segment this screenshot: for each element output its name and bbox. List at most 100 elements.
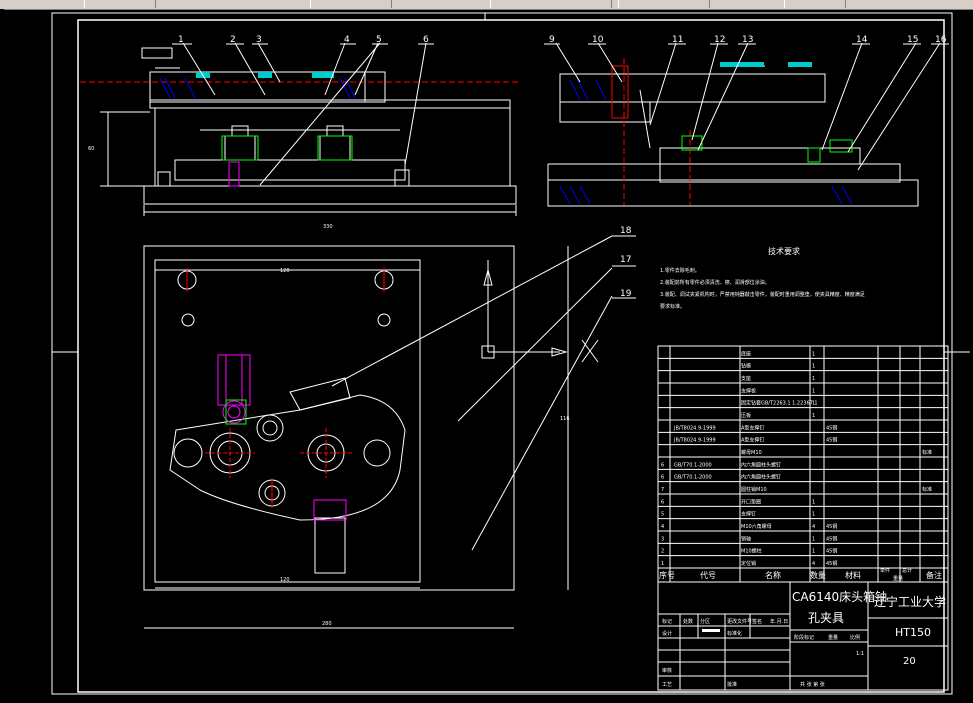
- front-view-pins: [228, 161, 240, 187]
- balloon-3: 3: [256, 35, 262, 45]
- bom-cell-name: 固定钻套GB/T2263.1 1.22367.1: [741, 400, 818, 407]
- bom-cell-material: 45钢: [826, 437, 837, 444]
- window-edge: [0, 9, 4, 703]
- side-view-hatch: [559, 79, 853, 205]
- top-view-drill-support: [217, 354, 347, 521]
- balloon-1: 1: [178, 35, 184, 45]
- dim-120-top: 120: [280, 268, 290, 274]
- balloon-4: 4: [344, 35, 350, 45]
- balloon-12: 12: [714, 35, 725, 45]
- side-view-leaders: [555, 42, 941, 171]
- bom-cell-material: 45钢: [826, 560, 837, 567]
- bom-cell-name: 支座: [741, 375, 751, 382]
- balloon-15: 15: [907, 35, 918, 45]
- scale: 1:1: [856, 651, 864, 657]
- balloon-labels: 1 2 3 4 5 6 9 10 11 12 13 14 15 16 17 18…: [178, 35, 947, 299]
- bom-cell-qty: 1: [812, 512, 815, 518]
- svg-text:数量: 数量: [810, 570, 826, 580]
- bom-cell-name: 定位销: [741, 560, 756, 567]
- outer-border: [51, 12, 953, 695]
- svg-text:代号: 代号: [700, 570, 716, 580]
- material: HT150: [895, 626, 931, 639]
- title-block: [657, 581, 949, 691]
- balloon-2: 2: [230, 35, 236, 45]
- bom-cell-qty: 1: [812, 388, 815, 394]
- bom-cell-qty: 1: [812, 401, 815, 407]
- bom-cell-material: 45钢: [826, 523, 837, 530]
- top-view-centerlines: [186, 268, 385, 508]
- bom-cell-name: 支撑板: [741, 387, 756, 394]
- bom-cell-seq: 1: [661, 561, 664, 567]
- bom-table: [657, 345, 949, 583]
- dimension-texts: 330 120 120 280 116 60: [88, 146, 570, 627]
- svg-text:要求标准。: 要求标准。: [660, 303, 685, 310]
- sheet-number: 20: [903, 656, 916, 667]
- balloon-5: 5: [376, 35, 382, 45]
- bom-cell-seq: 7: [661, 487, 664, 493]
- drawing-title-line1: CA6140床头箱铀: [792, 589, 887, 604]
- top-view-leaders: [331, 235, 613, 551]
- balloon-11: 11: [672, 35, 683, 45]
- cad-drawing-canvas[interactable]: 1 2 3 4 5 6 9 10 11 12 13 14 15 16 17 18…: [0, 10, 973, 703]
- svg-text:序号: 序号: [659, 570, 675, 580]
- bom-cell-name: 钻模: [741, 363, 751, 370]
- toolbar-strip: [0, 0, 973, 10]
- bom-cell-code: GB/T70.1-2000: [674, 475, 712, 481]
- toolbar-field[interactable]: [618, 0, 710, 8]
- dim-280: 280: [322, 621, 332, 627]
- svg-text:阶段标记: 阶段标记: [794, 634, 814, 641]
- svg-text:3.装配、调试夹紧机构时，严禁用钝器敲击零件，装配时重用调整: 3.装配、调试夹紧机构时，严禁用钝器敲击零件，装配时重用调整垫，使夹具精度、精度…: [660, 291, 865, 298]
- bom-cell-name: 圆柱销M10: [741, 486, 767, 493]
- bom-cell-code: GB/T70.1-2000: [674, 462, 712, 468]
- bom-header: 序号 代号 名称 数量 材料 单件 总计 重量 备注: [659, 567, 942, 582]
- svg-text:共 张 第 张: 共 张 第 张: [800, 681, 825, 688]
- bom-cell-qty: 4: [812, 561, 815, 567]
- svg-text:标准化: 标准化: [727, 630, 742, 637]
- bom-cell-material: 45钢: [826, 535, 837, 542]
- dim-height: 60: [88, 146, 94, 152]
- front-view-leaders: [182, 42, 427, 186]
- drawing-title-line2: 孔夹具: [808, 611, 844, 625]
- bom-cell-name: 内六角圆柱头螺钉: [741, 461, 781, 468]
- tech-req-heading: 技术要求: [768, 246, 800, 256]
- top-view: [143, 245, 569, 629]
- toolbar-button[interactable]: [84, 0, 156, 8]
- svg-text:总计: 总计: [902, 567, 912, 574]
- balloon-14: 14: [856, 35, 868, 45]
- balloon-9: 9: [549, 35, 555, 45]
- svg-text:工艺: 工艺: [662, 682, 672, 688]
- bom-cell-seq: 6: [661, 475, 664, 481]
- side-view-centerlines: [611, 58, 691, 205]
- dim-120-bottom: 120: [280, 577, 290, 583]
- sign-block-texts: 标记 处数 分区 更改文件号 签名 年.月.日 设计 标准化 审核 工艺 批准 …: [662, 618, 860, 688]
- svg-text:2.装配前所有零件必须清洗、擦、润滑部位涂油。: 2.装配前所有零件必须清洗、擦、润滑部位涂油。: [660, 279, 770, 286]
- svg-text:备注: 备注: [926, 570, 942, 580]
- balloon-19: 19: [620, 289, 632, 299]
- svg-text:分区: 分区: [700, 618, 710, 625]
- bom-cell-qty: 1: [812, 364, 815, 370]
- svg-text:材料: 材料: [845, 570, 861, 580]
- bom-cell-code: JB/T8024.9-1999: [673, 425, 716, 431]
- toolbar-field[interactable]: [310, 0, 392, 8]
- bom-cell-name: A型支撑钉: [741, 424, 764, 431]
- bom-cell-seq: 6: [661, 462, 664, 468]
- front-view-parts: [221, 135, 353, 161]
- dim-116: 116: [560, 416, 570, 422]
- svg-text:标记: 标记: [662, 618, 672, 625]
- bom-cell-qty: 4: [812, 524, 815, 530]
- svg-text:重量: 重量: [893, 575, 903, 582]
- bom-cell-name: 开口垫圈: [741, 498, 761, 505]
- svg-text:更改文件号: 更改文件号: [727, 618, 752, 625]
- balloon-13: 13: [742, 35, 753, 45]
- coord-axes: [481, 260, 568, 359]
- svg-text:签名: 签名: [752, 618, 762, 625]
- toolbar-field[interactable]: [490, 0, 612, 8]
- balloon-17: 17: [620, 255, 631, 265]
- side-view-knurl: [720, 62, 812, 67]
- bom-cell-name: M10六角螺母: [741, 523, 772, 530]
- svg-text:1.零件去除毛刺。: 1.零件去除毛刺。: [660, 267, 700, 274]
- bom-cell-remark: 标准: [922, 486, 932, 493]
- dim-330: 330: [323, 224, 333, 230]
- toolbar-field[interactable]: [784, 0, 846, 8]
- bom-cell-name: 销轴: [741, 535, 751, 542]
